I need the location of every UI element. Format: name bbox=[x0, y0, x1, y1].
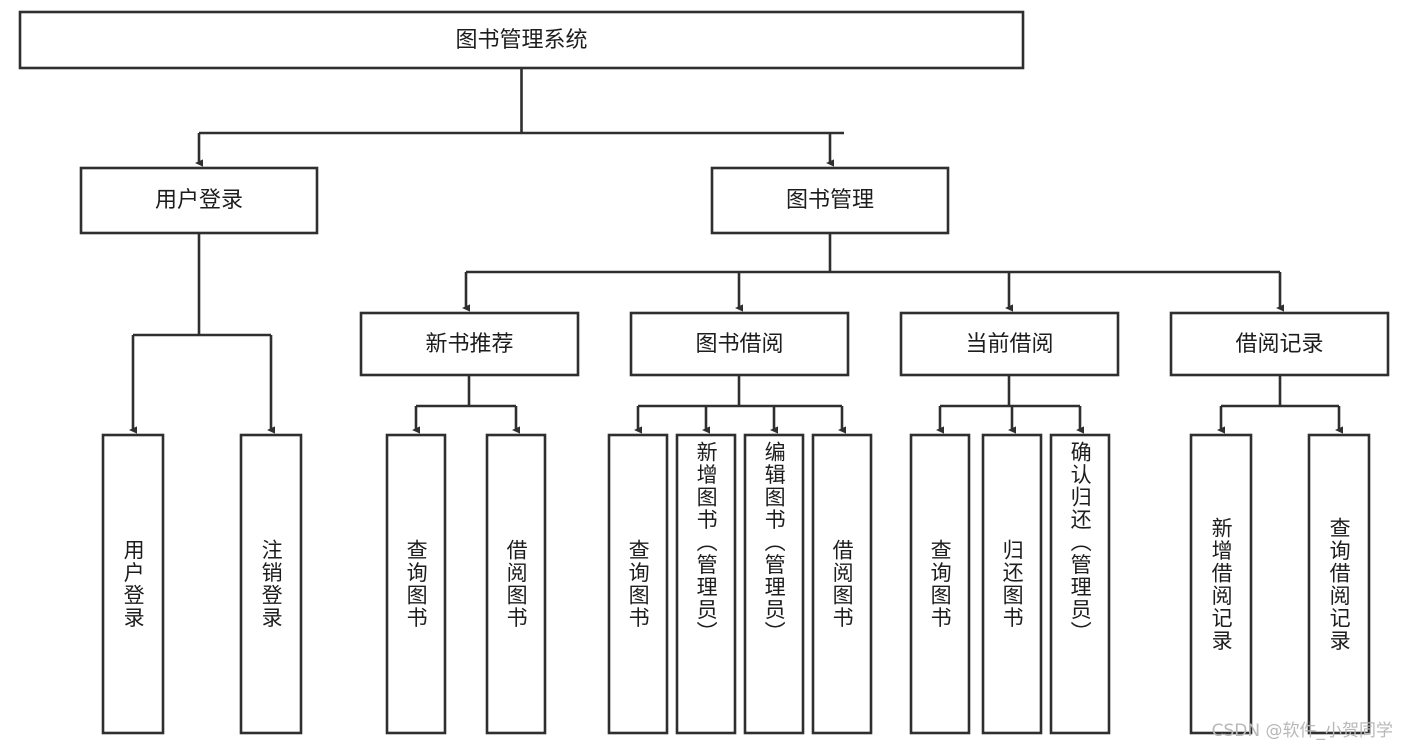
node-user-login[interactable] bbox=[79, 166, 319, 235]
connector-new-book-rec-to-leaves bbox=[412, 375, 521, 434]
leaf-node-query-borrow-record[interactable] bbox=[1307, 433, 1371, 735]
node-label-new-book-recommend: 新书推荐 bbox=[425, 332, 513, 357]
connector-book-borrow-to-leaves bbox=[634, 375, 847, 434]
node-current-borrowing[interactable] bbox=[899, 311, 1120, 377]
node-label-book-borrowing: 图书借阅 bbox=[695, 332, 783, 357]
node-new-book-recommend[interactable] bbox=[359, 311, 580, 377]
leaf-node-confirm-return-admin[interactable] bbox=[1049, 433, 1111, 735]
leaf-node-query-book-borrow[interactable] bbox=[607, 433, 669, 735]
leaf-node-logout-login[interactable] bbox=[239, 433, 303, 735]
leaf-node-user-login[interactable] bbox=[101, 433, 165, 735]
node-borrowing-record[interactable] bbox=[1169, 311, 1390, 377]
connector-root-to-level2 bbox=[195, 68, 844, 167]
node-book-borrowing[interactable] bbox=[629, 311, 850, 377]
node-label-root-system: 图书管理系统 bbox=[455, 28, 587, 53]
node-root-system[interactable] bbox=[18, 10, 1025, 70]
leaf-node-add-book-admin[interactable] bbox=[675, 433, 737, 735]
connector-borrow-record-to-leaves bbox=[1217, 375, 1344, 434]
leaf-node-borrow-book[interactable] bbox=[811, 433, 873, 735]
node-label-current-borrowing: 当前借阅 bbox=[965, 332, 1053, 357]
node-label-book-management: 图书管理 bbox=[786, 188, 874, 213]
leaf-node-query-book-rec[interactable] bbox=[385, 433, 447, 735]
leaf-node-return-book[interactable] bbox=[981, 433, 1043, 735]
connector-current-borrow-to-leaves bbox=[936, 375, 1085, 434]
connector-user-login-to-leaves bbox=[129, 233, 276, 434]
leaf-node-borrow-book-rec[interactable] bbox=[485, 433, 547, 735]
node-book-management[interactable] bbox=[710, 166, 950, 235]
node-label-borrowing-record: 借阅记录 bbox=[1235, 332, 1323, 357]
leaf-node-edit-book-admin[interactable] bbox=[743, 433, 805, 735]
node-label-user-login: 用户登录 bbox=[155, 188, 243, 213]
connector-book-mgmt-to-level3 bbox=[462, 233, 1285, 312]
leaf-node-add-borrow-record[interactable] bbox=[1189, 433, 1253, 735]
leaf-node-query-book-current[interactable] bbox=[909, 433, 971, 735]
